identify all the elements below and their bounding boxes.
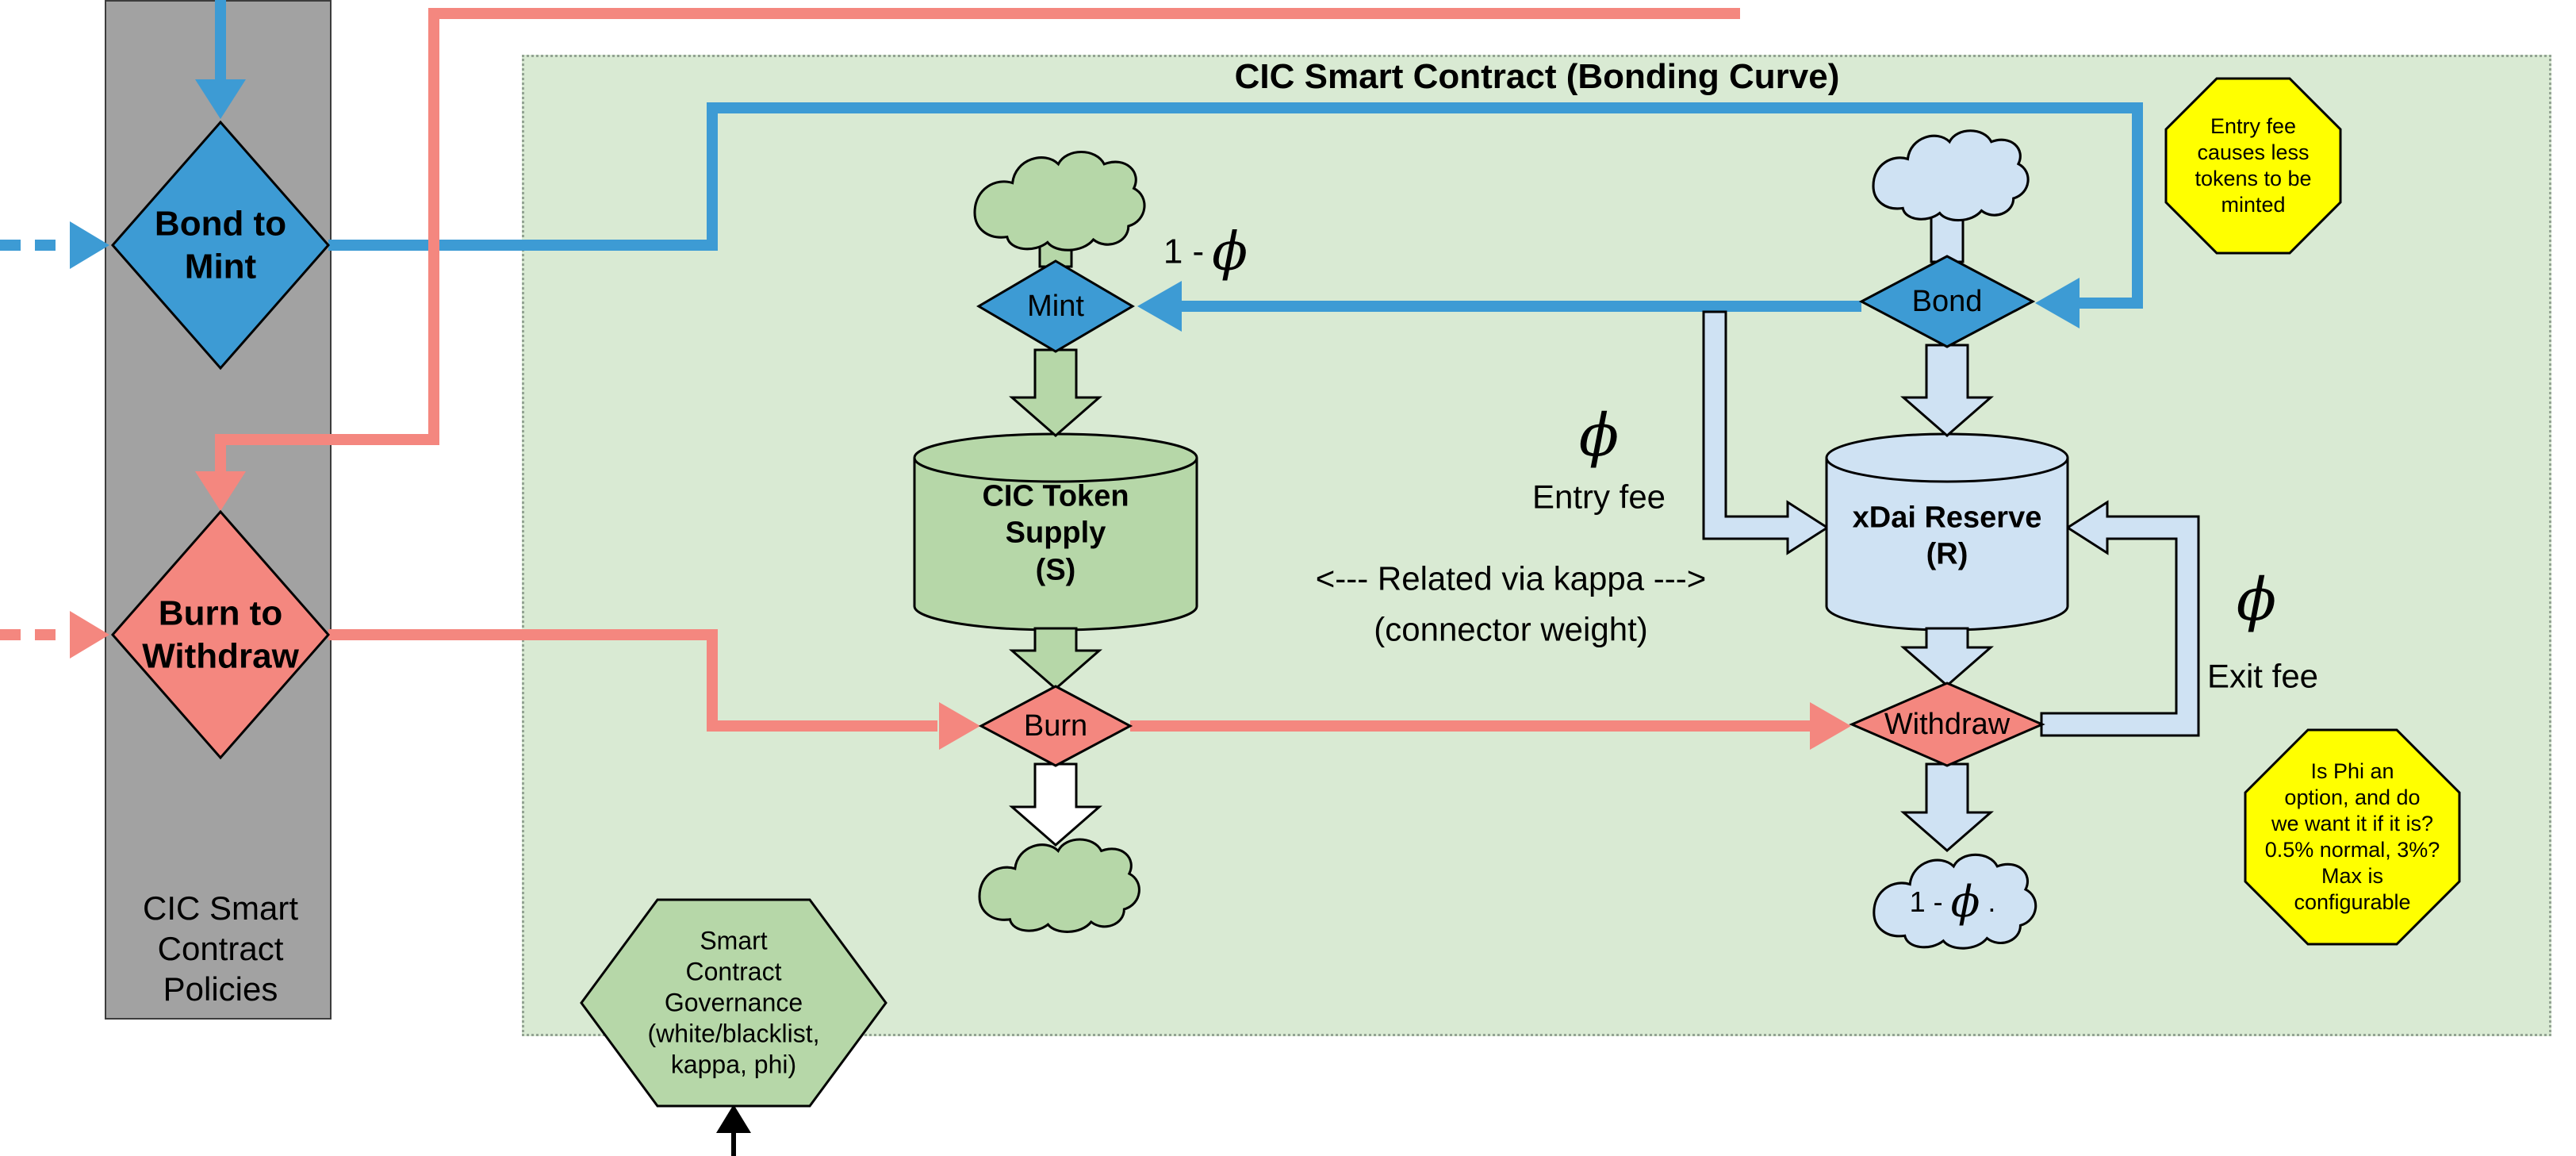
bond-to-mint-label: Bond to Mint [154,204,287,286]
token-supply-label: CIC Token Supply (S) [982,479,1129,587]
entry-fee-note-octagon [2164,77,2342,255]
bond-flow-connector [328,102,2143,309]
phi-note-label: Is Phi an option, and do we want it if i… [2264,759,2440,914]
xdai-reserve-label: xDai Reserve (R) [1852,501,2042,571]
governance-arrowhead [716,1104,751,1133]
burn-to-withdraw-diamond [111,509,330,760]
withdraw-label: Withdraw [1884,707,2011,741]
arrowhead-into-mint [1137,281,1182,332]
phi-note-octagon [2244,728,2461,946]
bond-label: Bond [1911,284,1983,318]
reserve-to-withdraw-arrow [1900,627,1994,687]
burn-flow-top-connector [215,8,1740,473]
minted-tokens-cloud [973,150,1146,252]
burn-diamond [978,685,1133,767]
burn-label: Burn [1023,709,1088,743]
supply-to-burn-arrow [1009,627,1102,690]
entry-fee-note-label: Entry fee causes less tokens to be minte… [2195,114,2312,217]
exit-fee-phi: ϕ [2236,565,2277,634]
arrowhead-into-withdraw [1810,702,1851,750]
arrowhead-into-burn-to-withdraw-left [70,611,109,659]
bond-to-mint-diamond [111,120,330,371]
phi-symbol: ϕ [1950,877,1980,927]
arrowhead-into-burn-to-withdraw-top [195,471,246,511]
connector-weight-label: (connector weight) [1374,610,1648,648]
governance-hexagon [580,898,887,1108]
arrowhead-into-bond-to-mint-left [70,221,109,269]
burned-tokens-cloud [978,838,1140,933]
mint-diamond [976,259,1135,353]
bond-diamond [1858,255,2036,348]
dot-text: . [1988,885,1996,919]
bond-to-reserve-arrow [1900,344,1994,437]
one-minus-text: 1 - [1163,232,1205,272]
token-supply-cylinder-top [913,432,1198,483]
arrowhead-into-burn [939,702,980,750]
one-minus-phi-label: 1 -ϕ [1163,221,1248,285]
withdraw-diamond [1849,682,2045,767]
burn-to-withdraw-label: Burn to Withdraw [142,593,299,675]
entry-fee-phi: ϕ [1578,401,1620,470]
burn-to-cloud-arrow [1009,762,1102,847]
xdai-in-cloud [1872,129,2030,222]
bonding-curve-title: CIC Smart Contract (Bonding Curve) [1234,57,1840,97]
one-minus-phi-cloud-label: 1 -ϕ. [1910,876,1996,928]
governance-label: Smart Contract Governance (white/blackli… [647,926,820,1079]
mint-to-supply-arrow [1009,348,1102,437]
entry-fee-pipe [1702,310,1830,555]
one-minus-text: 1 - [1909,885,1943,919]
mint-label: Mint [1027,289,1084,323]
exit-fee-pipe [2040,500,2200,737]
policies-label: CIC Smart Contract Policies [142,889,299,1008]
xdai-reserve-cylinder-top [1825,432,2069,483]
burn-flow-connector [328,629,937,732]
withdraw-to-cloud-arrow [1900,762,1994,852]
phi-symbol: ϕ [1212,221,1248,282]
arrowhead-into-bond-to-mint-top [195,79,246,119]
entry-fee-label: Entry fee [1531,478,1666,516]
kappa-relation-label: <--- Related via kappa ---> [1315,559,1707,597]
exit-fee-label: Exit fee [2206,657,2319,695]
arrowhead-into-bond [2035,278,2080,328]
